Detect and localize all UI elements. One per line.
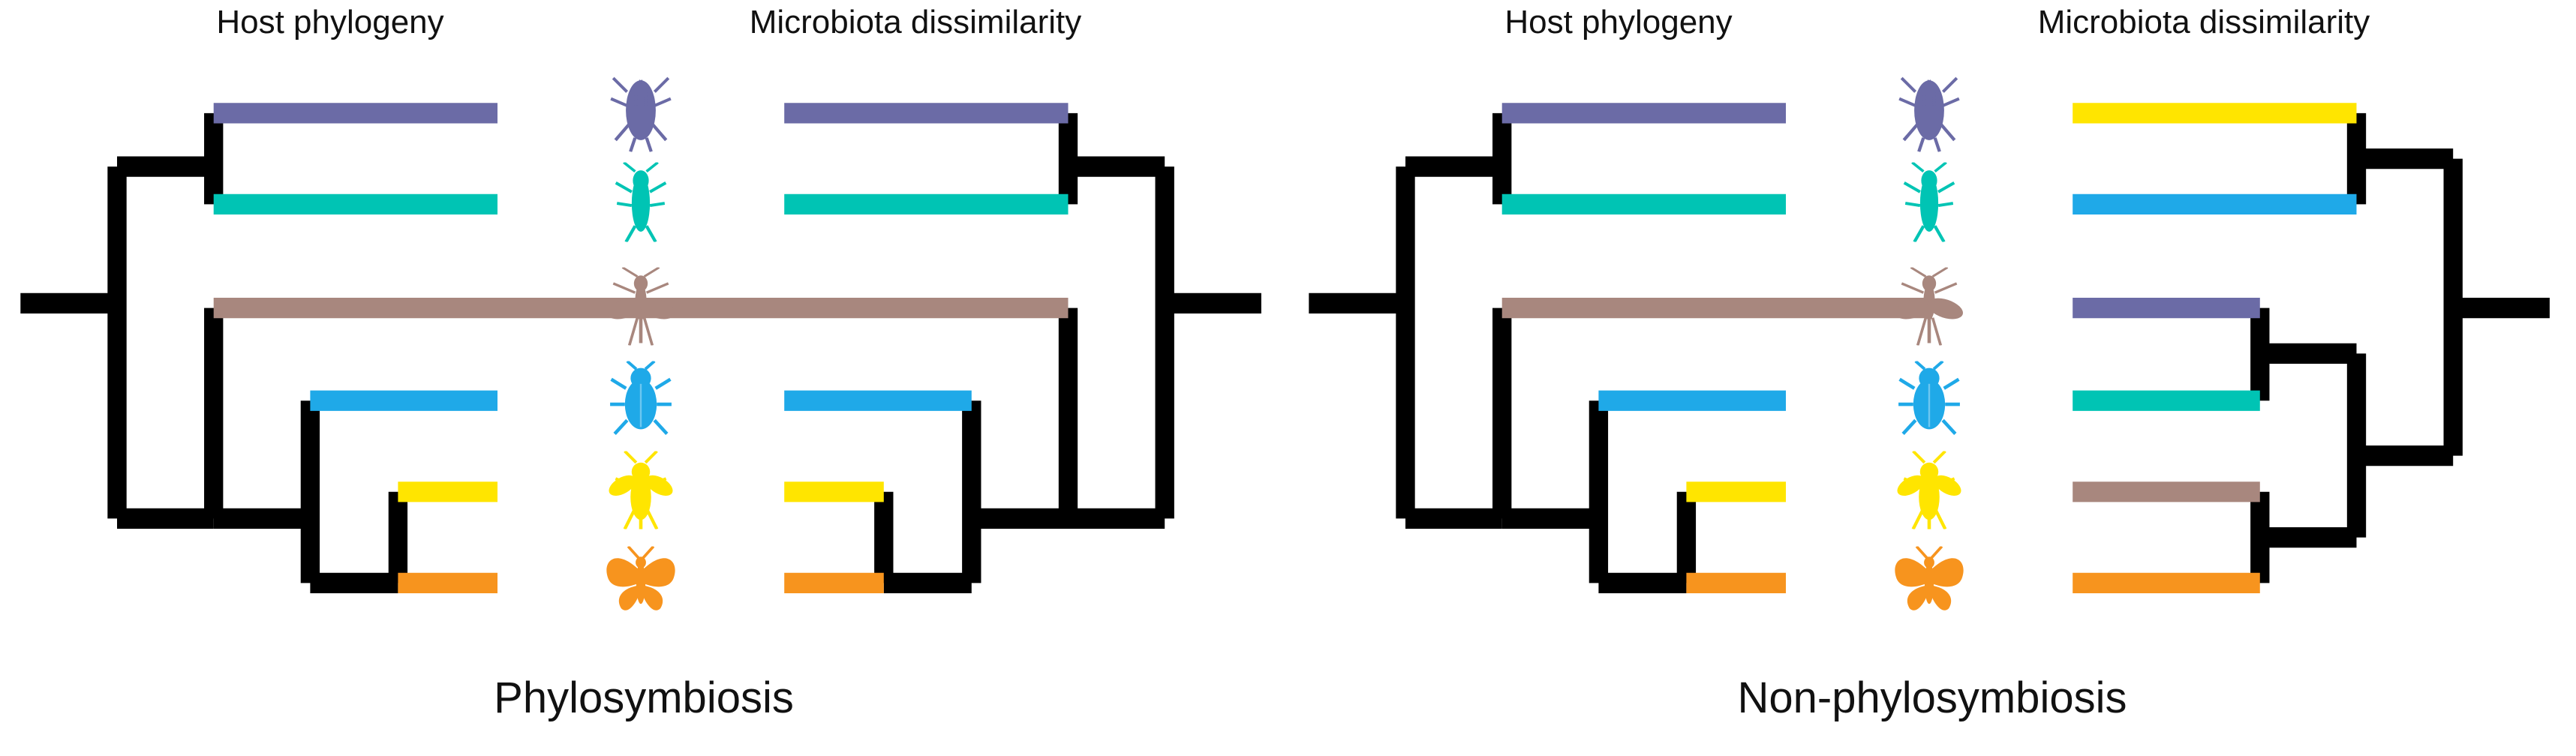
tanglegram-left: [0, 0, 1288, 660]
column-header-host-phylogeny: Host phylogeny: [216, 4, 444, 40]
column-header-microbiota-dissimilarity-2: Microbiota dissimilarity: [2037, 4, 2370, 40]
panel-phylosymbiosis: Host phylogeny Microbiota dissimilarity: [0, 0, 1288, 722]
column-header-host-phylogeny-2: Host phylogeny: [1504, 4, 1733, 40]
column-header-microbiota-dissimilarity: Microbiota dissimilarity: [749, 4, 1082, 40]
panel-non-phylosymbiosis: Host phylogeny Microbiota dissimilarity: [1288, 0, 2576, 756]
tanglegram-right: [1288, 0, 2576, 660]
panel-caption-phylosymbiosis: Phylosymbiosis: [494, 674, 794, 722]
panel-caption-non-phylosymbiosis: Non-phylosymbiosis: [1737, 674, 2127, 722]
